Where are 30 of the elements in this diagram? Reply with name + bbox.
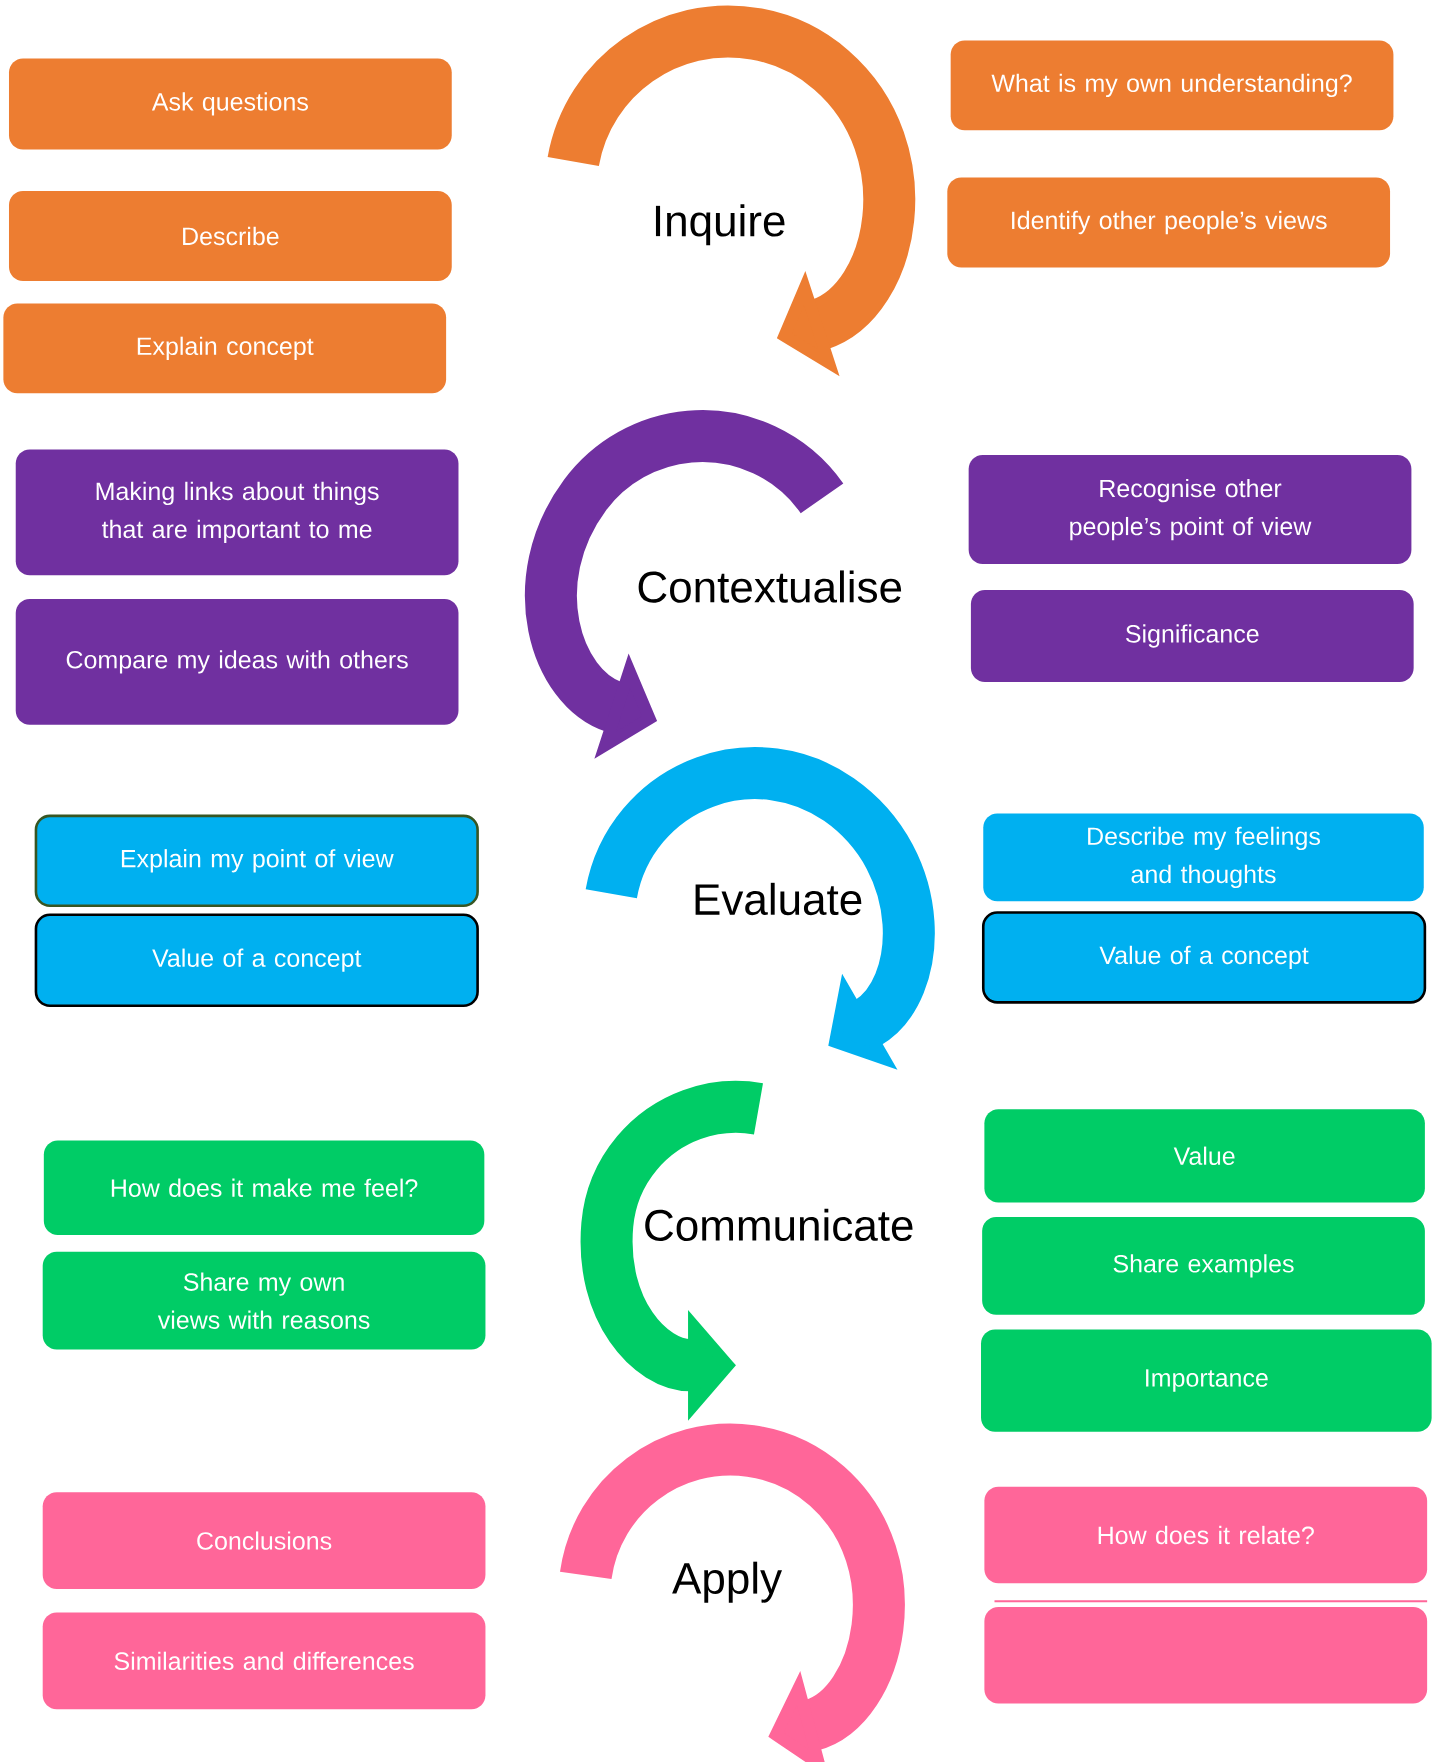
text-box: Share my own views with reasons — [42, 1251, 486, 1350]
text-box: Value of a concept — [981, 911, 1426, 1004]
text-box: Explain my point of view — [34, 814, 479, 908]
text-box: Describe — [8, 191, 452, 281]
text-box: Value of a concept — [34, 913, 479, 1008]
stage-label: Evaluate — [695, 882, 862, 916]
stage-label: Communicate — [645, 1208, 913, 1242]
text-box: What is my own understanding? — [950, 40, 1394, 131]
text-box: Importance — [980, 1329, 1432, 1432]
text-box: Identify other people’s views — [947, 177, 1390, 268]
curved-arrow — [560, 1423, 905, 1762]
text-box: Significance — [970, 589, 1414, 683]
text-box: Ask questions — [8, 58, 452, 150]
box-shape — [984, 1606, 1427, 1704]
text-box: Making links about things that are important to me — [15, 449, 459, 576]
text-box: How does it relate? — [984, 1486, 1427, 1584]
text-box: Recognise other people’s point of view — [968, 455, 1412, 565]
stage-label: Contextualise — [638, 570, 901, 603]
curved-arrow — [547, 5, 915, 377]
stage-label: Apply — [671, 1561, 782, 1603]
text-box: Describe my feelings and thoughts — [983, 813, 1424, 902]
curved-arrow — [585, 747, 935, 1070]
stage-label: Inquire — [655, 204, 785, 246]
text-box: Value — [984, 1109, 1425, 1203]
text-box: Share examples — [981, 1217, 1425, 1315]
text-box: How does it make me feel? — [43, 1140, 485, 1235]
text-box: Similarities and differences — [42, 1612, 486, 1710]
text-box: Explain concept — [3, 303, 446, 394]
text-box: Conclusions — [42, 1492, 486, 1589]
text-box: Compare my ideas with others — [15, 598, 459, 725]
